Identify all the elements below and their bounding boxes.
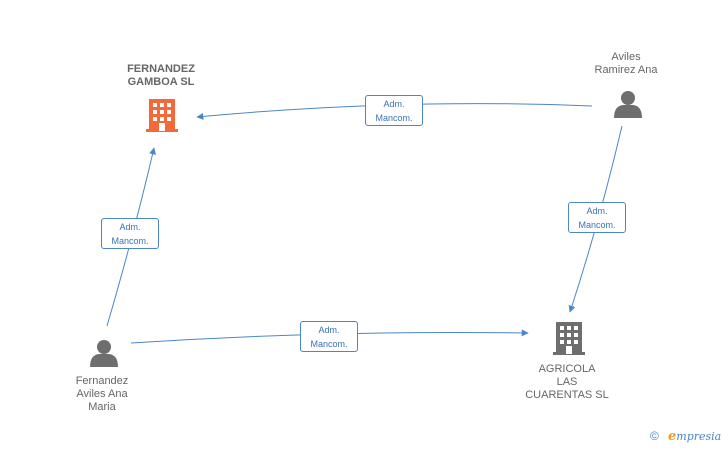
node-label-line: GAMBOA SL <box>127 76 195 88</box>
node-label-aviles-ramirez[interactable]: Aviles Ramirez Ana <box>576 51 676 77</box>
node-label-line: AGRICOLA <box>538 363 596 375</box>
node-label-line: Aviles <box>611 51 641 63</box>
building-icon[interactable] <box>553 322 585 355</box>
edge-label-line: Adm. <box>119 222 141 232</box>
edge-label-line: Mancom. <box>578 220 616 230</box>
copyright-symbol: © <box>650 429 659 443</box>
brand-logo[interactable]: empresia <box>668 429 721 444</box>
person-icon[interactable] <box>614 91 642 118</box>
brand-logo-initial: e <box>668 429 677 444</box>
node-label-fernandez-gamboa[interactable]: FERNANDEZ GAMBOA SL <box>106 63 216 89</box>
building-icon[interactable] <box>146 99 178 132</box>
edge-label-line: Mancom. <box>310 339 348 349</box>
node-label-line: Aviles Ana <box>76 388 128 400</box>
node-label-line: Ramirez Ana <box>594 64 658 76</box>
person-icon[interactable] <box>90 340 118 367</box>
edge-label-line: Adm. <box>586 206 608 216</box>
node-label-line: LAS <box>556 376 578 388</box>
brand-logo-text: mpresia <box>676 430 722 443</box>
edge-label-line: Adm. <box>318 325 340 335</box>
node-label-line: Fernandez <box>75 375 129 387</box>
node-label-fernandez-aviles[interactable]: Fernandez Aviles Ana Maria <box>52 375 152 414</box>
node-label-line: CUARENTAS SL <box>525 389 609 401</box>
edge-label-role[interactable]: Adm. Mancom. <box>300 321 358 352</box>
edge-label-role[interactable]: Adm. Mancom. <box>101 218 159 249</box>
node-label-line: FERNANDEZ <box>127 63 195 75</box>
node-label-line: Maria <box>88 401 116 413</box>
edge-label-line: Mancom. <box>375 113 413 123</box>
edge-label-role[interactable]: Adm. Mancom. <box>568 202 626 233</box>
node-label-agricola[interactable]: AGRICOLA LAS CUARENTAS SL <box>517 363 617 402</box>
edge-label-line: Adm. <box>383 99 405 109</box>
edge-label-line: Mancom. <box>111 236 149 246</box>
edge-label-role[interactable]: Adm. Mancom. <box>365 95 423 126</box>
